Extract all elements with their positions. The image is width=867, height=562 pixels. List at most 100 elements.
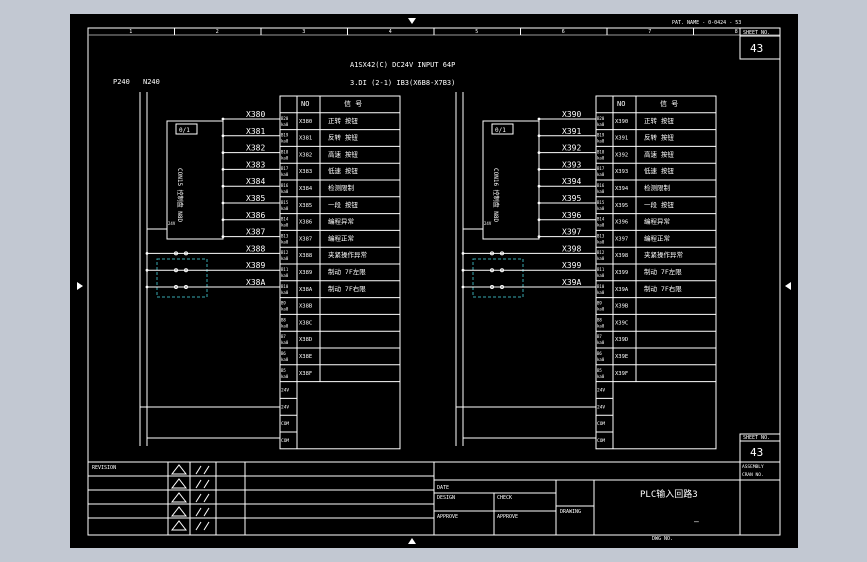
io-number: X391: [615, 136, 628, 142]
relay-contact-box: [156, 258, 208, 298]
terminal-dot-icon: [537, 151, 541, 155]
pin-sub-label: ka0: [597, 307, 605, 312]
signal-name: 低速 按钮: [328, 166, 358, 175]
x-address-label: X398: [562, 244, 581, 253]
column-number: 2: [216, 29, 219, 35]
x-address-label: X390: [562, 110, 581, 119]
x-address-label: X386: [246, 211, 265, 220]
bus-n-label: N240: [143, 78, 160, 86]
x-address-label: X389: [246, 261, 265, 270]
contact-icon: [500, 285, 504, 289]
supply-terminal: 24V: [597, 404, 605, 410]
pin-label: B8: [281, 317, 286, 322]
function-header: 信 号: [660, 99, 678, 108]
pin-sub-label: ka0: [597, 357, 605, 362]
pin-label: B18: [281, 149, 289, 154]
sheet-number-box-top: [739, 27, 781, 60]
dwg-no-label: DWG NO.: [652, 536, 673, 542]
x-address-label: X397: [562, 228, 581, 237]
crane-no-label: CRAN NO.: [742, 472, 764, 478]
signal-name: 正转 按钮: [328, 116, 358, 125]
pin-label: B6: [597, 351, 602, 356]
io-number: X394: [615, 186, 629, 192]
pin-sub-label: ka0: [281, 206, 289, 211]
contact-icon: [500, 268, 504, 273]
signal-name: 夹紧操作异常: [328, 250, 367, 259]
io-number: X38D: [299, 337, 312, 343]
pin-label: B17: [281, 166, 289, 171]
io-number: X385: [299, 203, 312, 209]
contact-icon: [500, 251, 504, 256]
contact-icon: [184, 251, 188, 256]
io-number: X39F: [615, 371, 628, 377]
bottom-center-arrow-icon: [408, 538, 416, 544]
sheet-label-bottom: SHEET NO.: [743, 435, 770, 441]
signal-name: 制动 7F右限: [328, 284, 366, 293]
column-number: 3: [302, 29, 305, 35]
sheet-number-top: 43: [750, 42, 763, 55]
sheet-number-bottom: 43: [750, 446, 763, 459]
signal-name: 低速 按钮: [644, 166, 674, 175]
pin-sub-label: ka0: [597, 239, 605, 244]
module-terminal: 24V: [168, 221, 176, 226]
pin-sub-label: ka0: [281, 155, 289, 160]
io-table: [279, 95, 401, 450]
io-number: X38F: [299, 371, 312, 377]
pin-label: B11: [597, 267, 605, 272]
x-address-label: X399: [562, 261, 581, 270]
approve-label-2: APPROVE: [497, 514, 518, 520]
top-right-code: PAT. NAME - 0-0424 - 53: [672, 20, 741, 26]
terminal-dot-icon: [221, 201, 225, 205]
input-module-box: [482, 120, 540, 240]
signal-name: 编程正常: [328, 233, 354, 242]
input-module-box: [166, 120, 224, 240]
design-label: DESIGN: [437, 495, 455, 501]
io-number: X38E: [299, 354, 312, 360]
signal-name: 夹紧操作异常: [644, 250, 683, 259]
pin-sub-label: ka0: [597, 139, 605, 144]
revision-triangle-icon: [170, 478, 188, 489]
function-header: 信 号: [344, 99, 362, 108]
signal-name: 检测限制: [644, 183, 671, 192]
pin-label: B14: [281, 217, 289, 222]
io-number: X38B: [299, 304, 313, 310]
io-number: X383: [299, 169, 312, 175]
pin-sub-label: ka0: [281, 340, 289, 345]
pin-sub-label: ka0: [281, 139, 289, 144]
pin-sub-label: ka0: [597, 223, 605, 228]
supply-terminal: 24V: [281, 404, 289, 410]
drawing-label: DRAWING: [560, 509, 581, 515]
signal-name: 检测限制: [328, 183, 355, 192]
supply-terminal: COM: [281, 438, 289, 444]
io-number: X381: [299, 136, 312, 142]
revision-label: REVISION: [92, 465, 116, 471]
x-address-label: X381: [246, 127, 265, 136]
terminal-dot-icon: [537, 184, 541, 188]
signal-name: 编程异常: [644, 217, 670, 226]
io-number: X384: [299, 186, 313, 192]
pin-sub-label: ka0: [597, 290, 605, 295]
terminal-dot-icon: [221, 168, 225, 171]
revision-triangle-icon: [170, 464, 188, 475]
x-address-label: X388: [246, 244, 265, 253]
signal-name: 高速 按钮: [328, 149, 358, 158]
signal-name: 一段 按钮: [644, 200, 674, 209]
title-block: REVISION DATE DESIGN CHECK APPROVE APPRO…: [88, 461, 780, 542]
pin-label: B18: [597, 149, 605, 154]
module-side-text: CON16 控制盘 N8D: [492, 168, 500, 223]
sheet-label-top: SHEET NO.: [743, 30, 770, 36]
io-number: X386: [299, 220, 312, 226]
terminal-dot-icon: [221, 117, 225, 121]
pin-sub-label: ka0: [281, 357, 289, 362]
pin-label: B13: [281, 233, 289, 238]
module-label: 0/1: [179, 127, 190, 134]
module-side-text: CON15 控制盘 N8D: [176, 168, 184, 223]
signal-name: 高速 按钮: [644, 149, 674, 158]
column-number: 6: [562, 29, 565, 35]
revision-triangle-icon: [170, 506, 188, 517]
pin-label: B15: [597, 200, 605, 205]
contact-icon: [174, 268, 178, 273]
signal-name: 一段 按钮: [328, 200, 358, 209]
top-center-arrow-icon: [408, 18, 416, 24]
